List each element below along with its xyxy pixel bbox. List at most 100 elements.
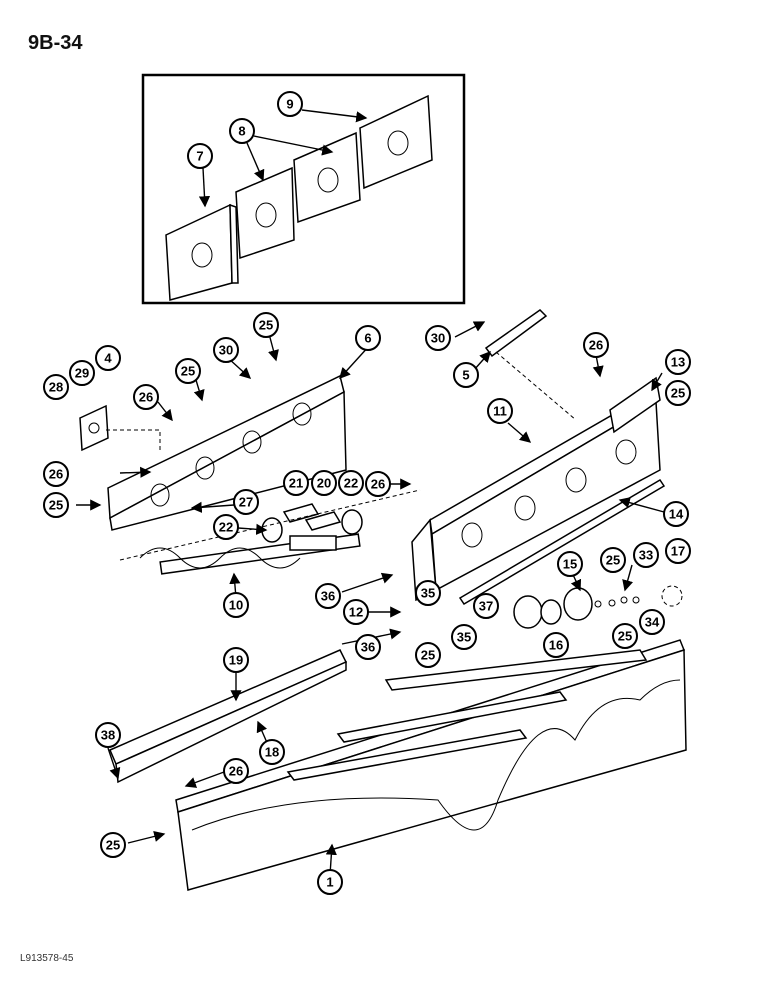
callout-12: 12 xyxy=(343,599,369,625)
callout-18: 18 xyxy=(259,739,285,765)
svg-text:35: 35 xyxy=(421,586,435,601)
callout-28: 28 xyxy=(43,374,69,400)
callout-37: 37 xyxy=(473,593,499,619)
callout-25-mid: 25 xyxy=(175,358,201,384)
callout-35-lower: 35 xyxy=(451,624,477,650)
svg-text:30: 30 xyxy=(431,331,445,346)
callout-15: 15 xyxy=(557,551,583,577)
alignment-line xyxy=(119,489,421,561)
svg-text:9: 9 xyxy=(286,97,293,112)
callout-9: 9 xyxy=(277,91,303,117)
callout-27: 27 xyxy=(233,489,259,515)
svg-text:26: 26 xyxy=(371,477,385,492)
callout-16: 16 xyxy=(543,632,569,658)
callout-25-bearing-bottom: 25 xyxy=(612,623,638,649)
plates-20-21 xyxy=(282,503,342,531)
bottom-trough-1 xyxy=(175,639,687,891)
svg-text:11: 11 xyxy=(493,404,507,419)
callout-22-right: 22 xyxy=(338,470,364,496)
callout-25-bottom: 25 xyxy=(100,832,126,858)
callout-38: 38 xyxy=(95,722,121,748)
callout-26-left: 26 xyxy=(133,384,159,410)
svg-text:37: 37 xyxy=(479,599,493,614)
callout-22-left: 22 xyxy=(213,514,239,540)
svg-text:27: 27 xyxy=(239,495,253,510)
side-panel-13 xyxy=(609,376,661,434)
bearing-plate-4 xyxy=(79,404,109,452)
svg-text:15: 15 xyxy=(563,557,577,572)
angle-strip-14 xyxy=(458,478,666,606)
inset-frame xyxy=(141,73,466,305)
svg-text:13: 13 xyxy=(671,355,685,370)
svg-text:35: 35 xyxy=(457,630,471,645)
svg-text:25: 25 xyxy=(671,386,685,401)
svg-text:22: 22 xyxy=(219,520,233,535)
callout-36-upper: 36 xyxy=(315,583,341,609)
callout-7: 7 xyxy=(187,143,213,169)
callout-25-side: 25 xyxy=(43,492,69,518)
callout-19: 19 xyxy=(223,647,249,673)
callout-20: 20 xyxy=(311,470,337,496)
callout-33: 33 xyxy=(633,542,659,568)
callout-34: 34 xyxy=(639,609,665,635)
svg-text:22: 22 xyxy=(344,476,358,491)
callout-26-center: 26 xyxy=(365,471,391,497)
svg-text:25: 25 xyxy=(49,498,63,513)
inset-panel-7 xyxy=(165,203,239,301)
auger-trough-right xyxy=(411,390,661,602)
svg-text:5: 5 xyxy=(462,368,469,383)
svg-text:20: 20 xyxy=(317,476,331,491)
leader-lines xyxy=(76,109,665,876)
callout-25-right-top: 25 xyxy=(665,380,691,406)
svg-text:8: 8 xyxy=(238,124,245,139)
callout-14: 14 xyxy=(663,501,689,527)
callout-6: 6 xyxy=(355,325,381,351)
svg-text:26: 26 xyxy=(139,390,153,405)
callout-4: 4 xyxy=(95,345,121,371)
svg-text:19: 19 xyxy=(229,653,243,668)
callout-26-bottom: 26 xyxy=(223,758,249,784)
svg-text:26: 26 xyxy=(229,764,243,779)
svg-text:1: 1 xyxy=(326,875,333,890)
svg-text:25: 25 xyxy=(618,629,632,644)
inset-panel-8b xyxy=(293,131,361,224)
callout-26-right: 26 xyxy=(583,332,609,358)
callout-21: 21 xyxy=(283,470,309,496)
callout-26-side: 26 xyxy=(43,461,69,487)
callout-25-top: 25 xyxy=(253,312,279,338)
svg-text:7: 7 xyxy=(196,149,203,164)
callout-17: 17 xyxy=(665,538,691,564)
callout-29: 29 xyxy=(69,360,95,386)
svg-text:30: 30 xyxy=(219,343,233,358)
svg-text:26: 26 xyxy=(49,467,63,482)
svg-text:16: 16 xyxy=(549,638,563,653)
svg-text:36: 36 xyxy=(361,640,375,655)
callout-25-bearing-top: 25 xyxy=(600,547,626,573)
auger-trough-left xyxy=(107,374,347,531)
callout-1: 1 xyxy=(317,869,343,895)
callout-5: 5 xyxy=(453,362,479,388)
inset-panel-9 xyxy=(359,94,433,190)
callout-13: 13 xyxy=(665,349,691,375)
svg-text:38: 38 xyxy=(101,728,115,743)
svg-text:33: 33 xyxy=(639,548,653,563)
callout-36-lower: 36 xyxy=(355,634,381,660)
callout-10: 10 xyxy=(223,592,249,618)
svg-text:18: 18 xyxy=(265,745,279,760)
svg-text:34: 34 xyxy=(645,615,660,630)
inset-panel-8a xyxy=(235,166,295,260)
svg-text:12: 12 xyxy=(349,605,363,620)
figure-code: L913578-45 xyxy=(20,953,74,964)
svg-text:36: 36 xyxy=(321,589,335,604)
svg-text:4: 4 xyxy=(104,351,112,366)
page-number: 9B-34 xyxy=(28,32,83,54)
svg-text:14: 14 xyxy=(669,507,684,522)
alignment-line xyxy=(495,351,577,421)
svg-text:17: 17 xyxy=(671,544,685,559)
alignment-line xyxy=(106,429,161,450)
callout-25-lower-center: 25 xyxy=(415,642,441,668)
svg-text:25: 25 xyxy=(106,838,120,853)
bearing-assembly xyxy=(513,585,683,629)
